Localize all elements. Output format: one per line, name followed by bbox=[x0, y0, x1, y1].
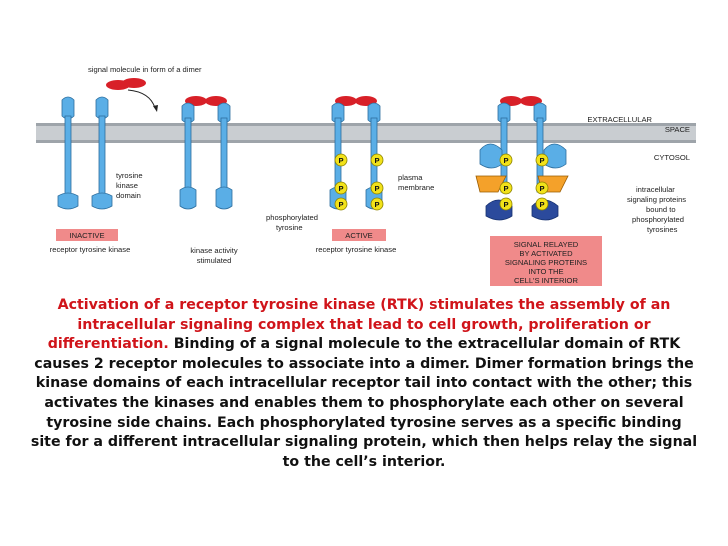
extracellular-label: SPACE bbox=[665, 125, 690, 134]
p-label: P bbox=[539, 156, 544, 165]
extracellular-label: EXTRACELLULAR bbox=[587, 115, 652, 124]
inactive-caption: receptor tyrosine kinase bbox=[50, 245, 131, 254]
rtk-activation-diagram: P P P P P P bbox=[36, 65, 696, 286]
kinase-stimulated-label: stimulated bbox=[197, 256, 232, 265]
p-label: P bbox=[539, 184, 544, 193]
caption-body: Binding of a signal molecule to the extr… bbox=[30, 336, 698, 470]
intracellular-label: tyrosines bbox=[647, 225, 678, 234]
p-label: P bbox=[338, 184, 343, 193]
stimulated-receptor-icon bbox=[179, 96, 233, 210]
tyrosine-kinase-label: domain bbox=[116, 191, 141, 200]
p-label: P bbox=[338, 200, 343, 209]
signal-label: signal molecule in form of a dimer bbox=[88, 65, 202, 74]
inactive-badge bbox=[56, 229, 118, 241]
p-label: P bbox=[503, 156, 508, 165]
intracellular-label: signaling proteins bbox=[627, 195, 686, 204]
p-label: P bbox=[374, 156, 379, 165]
p-label: P bbox=[338, 156, 343, 165]
phosphorylated-label: tyrosine bbox=[276, 223, 303, 232]
relay-label: INTO THE bbox=[528, 267, 563, 276]
intracellular-label: bound to bbox=[646, 205, 676, 214]
tyrosine-kinase-label: tyrosine bbox=[116, 171, 143, 180]
intracellular-label: intracellular bbox=[636, 185, 675, 194]
relay-label: BY ACTIVATED bbox=[519, 249, 573, 258]
p-label: P bbox=[503, 200, 508, 209]
inactive-label: INACTIVE bbox=[69, 231, 104, 240]
phosphorylated-label: phosphorylated bbox=[266, 213, 318, 222]
relay-box bbox=[490, 236, 602, 286]
p-label: P bbox=[374, 200, 379, 209]
caption-highlight: Activation of a receptor tyrosine kinase… bbox=[47, 297, 671, 353]
active-label: ACTIVE bbox=[345, 231, 372, 240]
p-label: P bbox=[503, 184, 508, 193]
inactive-receptor-icon bbox=[57, 96, 113, 210]
active-receptor-icon: P P P P P P bbox=[329, 96, 384, 211]
plasma-membrane-label: plasma bbox=[398, 173, 423, 182]
cytosol-label: CYTOSOL bbox=[654, 153, 690, 162]
tyrosine-kinase-label: kinase bbox=[116, 181, 138, 190]
kinase-stimulated-label: kinase activity bbox=[190, 246, 237, 255]
plasma-membrane-label: membrane bbox=[398, 183, 434, 192]
relay-label: CELL'S INTERIOR bbox=[514, 276, 578, 285]
caption-text: Activation of a receptor tyrosine kinase… bbox=[30, 296, 698, 472]
active-badge bbox=[332, 229, 386, 241]
p-label: P bbox=[539, 200, 544, 209]
plasma-membrane bbox=[36, 123, 696, 143]
active-caption: receptor tyrosine kinase bbox=[316, 245, 397, 254]
relay-label: SIGNALING PROTEINS bbox=[505, 258, 587, 267]
intracellular-label: phosphorylated bbox=[632, 215, 684, 224]
relay-label: SIGNAL RELAYED bbox=[514, 240, 579, 249]
signal-dimer-icon bbox=[106, 78, 158, 112]
signaling-complex-icon: P P P P P P bbox=[475, 96, 569, 221]
p-label: P bbox=[374, 184, 379, 193]
